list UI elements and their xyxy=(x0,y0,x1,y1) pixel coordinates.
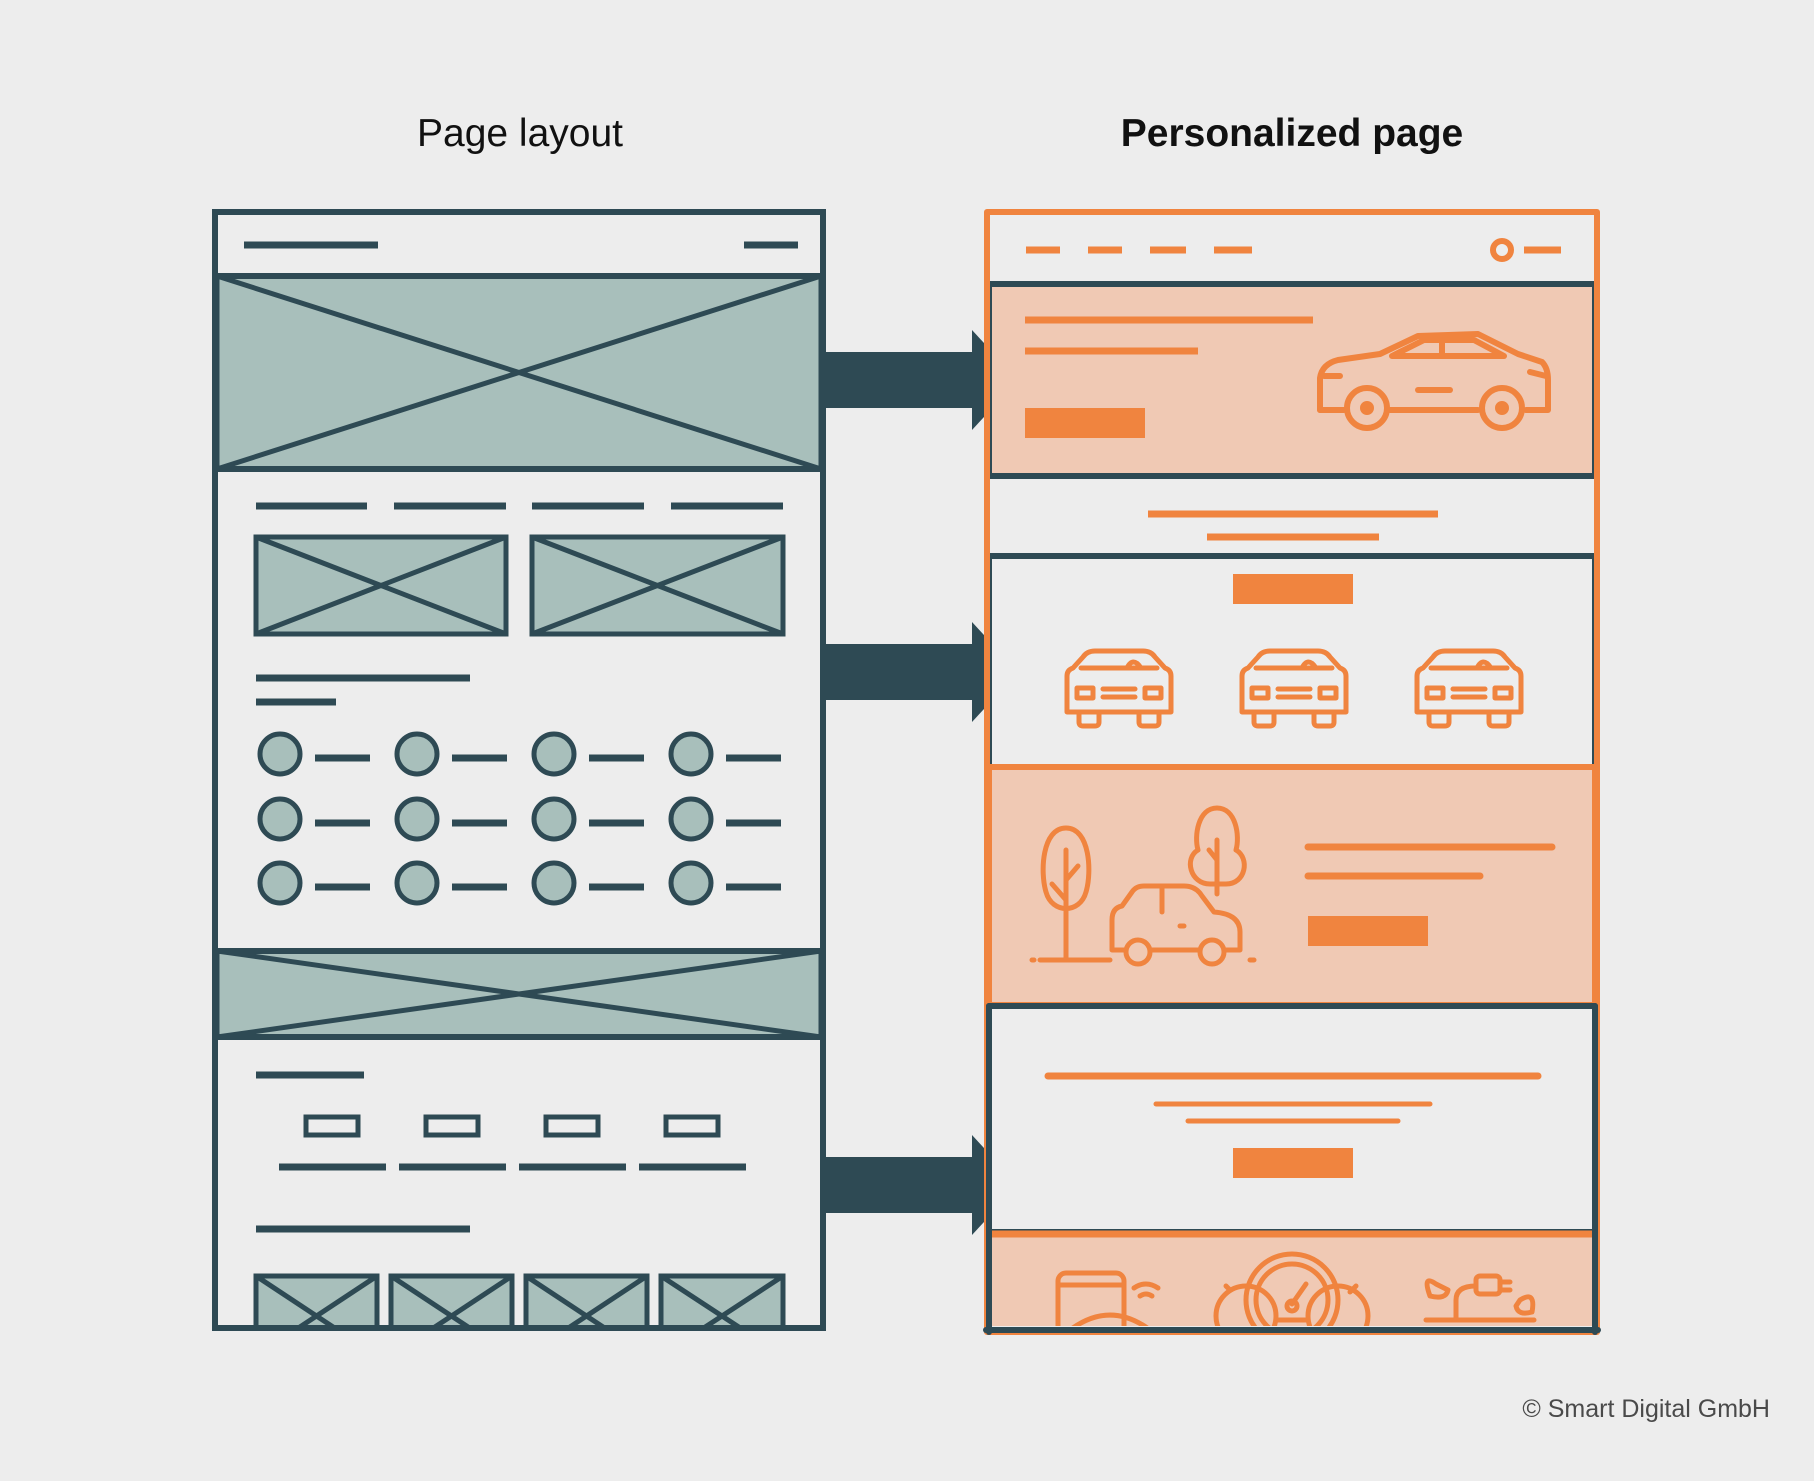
hero-cta-button xyxy=(1025,408,1145,438)
copyright-notice: © Smart Digital GmbH xyxy=(1522,1395,1770,1423)
arrow-hero xyxy=(823,330,1018,430)
personalized-services-section xyxy=(989,1229,1595,1326)
mapping-arrows xyxy=(823,330,1018,1235)
personalized-header xyxy=(1026,238,1561,262)
speedometer-icon xyxy=(1213,1251,1371,1326)
wireframe-feature-item xyxy=(257,731,370,777)
wireframe-hero-image xyxy=(214,273,824,472)
wireframe-feature-item xyxy=(531,796,644,842)
personalized-page xyxy=(983,209,1601,1335)
page-layout-wireframe xyxy=(212,209,826,1331)
wireframe-feature-item xyxy=(394,731,507,777)
page-layout-heading: Page layout xyxy=(417,112,623,155)
car-front-icon xyxy=(1064,648,1174,729)
personalized-page-heading: Personalized page xyxy=(1120,112,1464,155)
wireframe-feature-item xyxy=(668,796,781,842)
personalized-product-section xyxy=(986,553,1598,770)
wireframe-lower-section xyxy=(256,1071,746,1233)
wireframe-banner-image xyxy=(214,948,824,1040)
car-front-icon xyxy=(1414,648,1524,729)
sedan-car-icon xyxy=(1317,331,1551,431)
arrow-content xyxy=(823,1135,1018,1235)
arrow-products xyxy=(823,622,1018,722)
wireframe-feature-item xyxy=(257,796,370,842)
city-car-icon xyxy=(1029,883,1257,967)
smartphone-wifi-icon xyxy=(1055,1270,1161,1326)
wireframe-frame xyxy=(212,209,826,1331)
wireframe-feature-item xyxy=(394,860,507,906)
wireframe-image-pair xyxy=(253,534,786,637)
wireframe-feature-item xyxy=(394,796,507,842)
products-cta-button xyxy=(1233,574,1353,604)
wireframe-text-lines xyxy=(256,674,470,706)
content-cta-button xyxy=(1233,1148,1353,1178)
wireframe-feature-grid xyxy=(257,731,781,906)
wireframe-thumbnail-row xyxy=(253,1273,786,1326)
wireframe-feature-item xyxy=(531,731,644,777)
wireframe-feature-item xyxy=(531,860,644,906)
eco-cta-button xyxy=(1308,916,1428,946)
tree-icon xyxy=(1040,805,1247,963)
personalized-eco-section xyxy=(986,764,1598,1008)
car-front-icon xyxy=(1239,648,1349,729)
personalized-text-strip xyxy=(1148,510,1438,541)
personalized-content-section xyxy=(986,1003,1598,1235)
wireframe-feature-item xyxy=(257,860,370,906)
wireframe-feature-item xyxy=(668,731,781,777)
electric-plug-icon xyxy=(1423,1273,1537,1323)
personalized-hero xyxy=(986,281,1598,479)
wireframe-feature-item xyxy=(668,860,781,906)
